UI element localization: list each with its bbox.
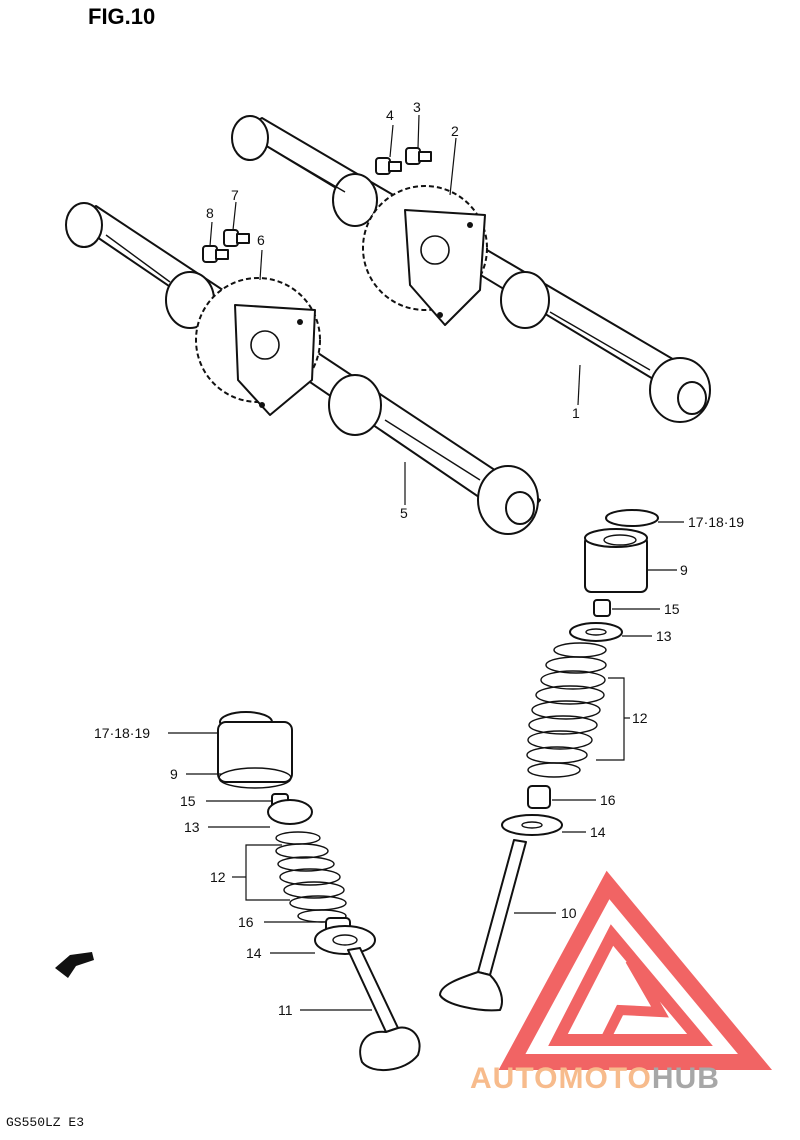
- callout-9-left: 9: [170, 766, 178, 782]
- valve-assembly-right: [439, 509, 659, 1012]
- leader-lines: [168, 114, 684, 1011]
- front-arrow-icon: [55, 952, 94, 978]
- callout-13-right: 13: [656, 628, 672, 644]
- callout-17-18-19-left: 17·18·19: [94, 725, 150, 741]
- callout-5: 5: [400, 505, 408, 521]
- callout-16-right: 16: [600, 792, 616, 808]
- callout-16-left: 16: [238, 914, 254, 930]
- figure-title: FIG.10: [88, 4, 155, 29]
- callout-13-left: 13: [184, 819, 200, 835]
- sprocket-2: [362, 185, 488, 326]
- callout-2: 2: [451, 123, 459, 139]
- callout-3: 3: [413, 99, 421, 115]
- callout-15-left: 15: [180, 793, 196, 809]
- bolt-7: [223, 229, 250, 247]
- callout-9-right: 9: [680, 562, 688, 578]
- valve-assembly-left: [217, 711, 421, 1072]
- svg-text:AUTOMOTOHUB: AUTOMOTOHUB: [470, 1062, 720, 1095]
- callout-10: 10: [561, 905, 577, 921]
- callouts: 4 3 2 1 7 8 6 5 17·18·19 9 15 13 12 16 1…: [94, 99, 744, 1018]
- bolt-4: [375, 157, 402, 175]
- valve-spring-left: [275, 831, 347, 923]
- bolt-8: [202, 245, 229, 263]
- bolt-3: [405, 147, 432, 165]
- callout-14-right: 14: [590, 824, 606, 840]
- callout-1: 1: [572, 405, 580, 421]
- sprocket-6: [195, 277, 321, 416]
- logo-text-dark: HUB: [652, 1062, 720, 1095]
- callout-17-18-19-right: 17·18·19: [688, 514, 744, 530]
- callout-14-left: 14: [246, 945, 262, 961]
- callout-6: 6: [257, 232, 265, 248]
- valve-spring-right: [526, 642, 607, 778]
- callout-7: 7: [231, 187, 239, 203]
- automotohub-logo: AUTOMOTOHUB: [470, 870, 773, 1095]
- callout-8: 8: [206, 205, 214, 221]
- callout-15-right: 15: [664, 601, 680, 617]
- callout-11: 11: [278, 1002, 293, 1018]
- callout-4: 4: [386, 107, 394, 123]
- model-code: GS550LZ E3: [6, 1115, 84, 1130]
- logo-text-light: AUTOMOTO: [470, 1062, 652, 1095]
- callout-12-right: 12: [632, 710, 648, 726]
- callout-12-left: 12: [210, 869, 226, 885]
